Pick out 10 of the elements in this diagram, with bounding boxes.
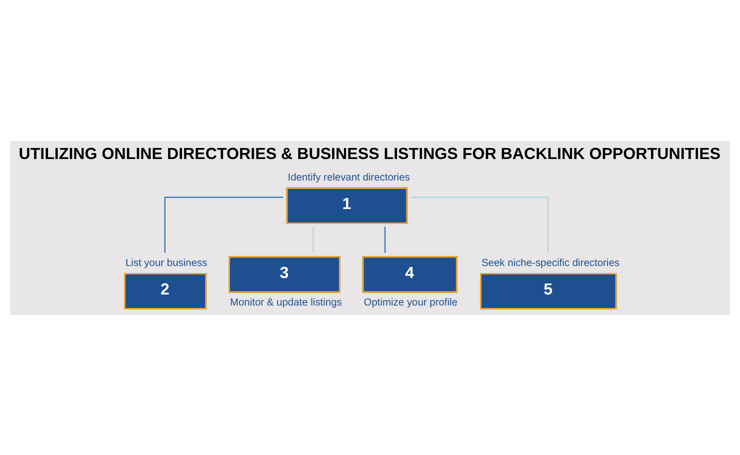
node-label: Identify relevant directories bbox=[288, 172, 410, 183]
node-label: Seek niche-specific directories bbox=[481, 257, 620, 268]
node-label: Monitor & update listings bbox=[230, 296, 342, 308]
connector bbox=[312, 226, 314, 252]
connector bbox=[384, 226, 386, 252]
connector bbox=[164, 196, 284, 252]
diagram-title: UTILIZING ONLINE DIRECTORIES & BUSINESS LISTINGS FOR BACKLINK OPPORTUNITIES bbox=[18, 144, 721, 162]
connector bbox=[410, 196, 549, 252]
node-label: Optimize your profile bbox=[364, 296, 458, 308]
node-label: List your business bbox=[125, 257, 208, 268]
